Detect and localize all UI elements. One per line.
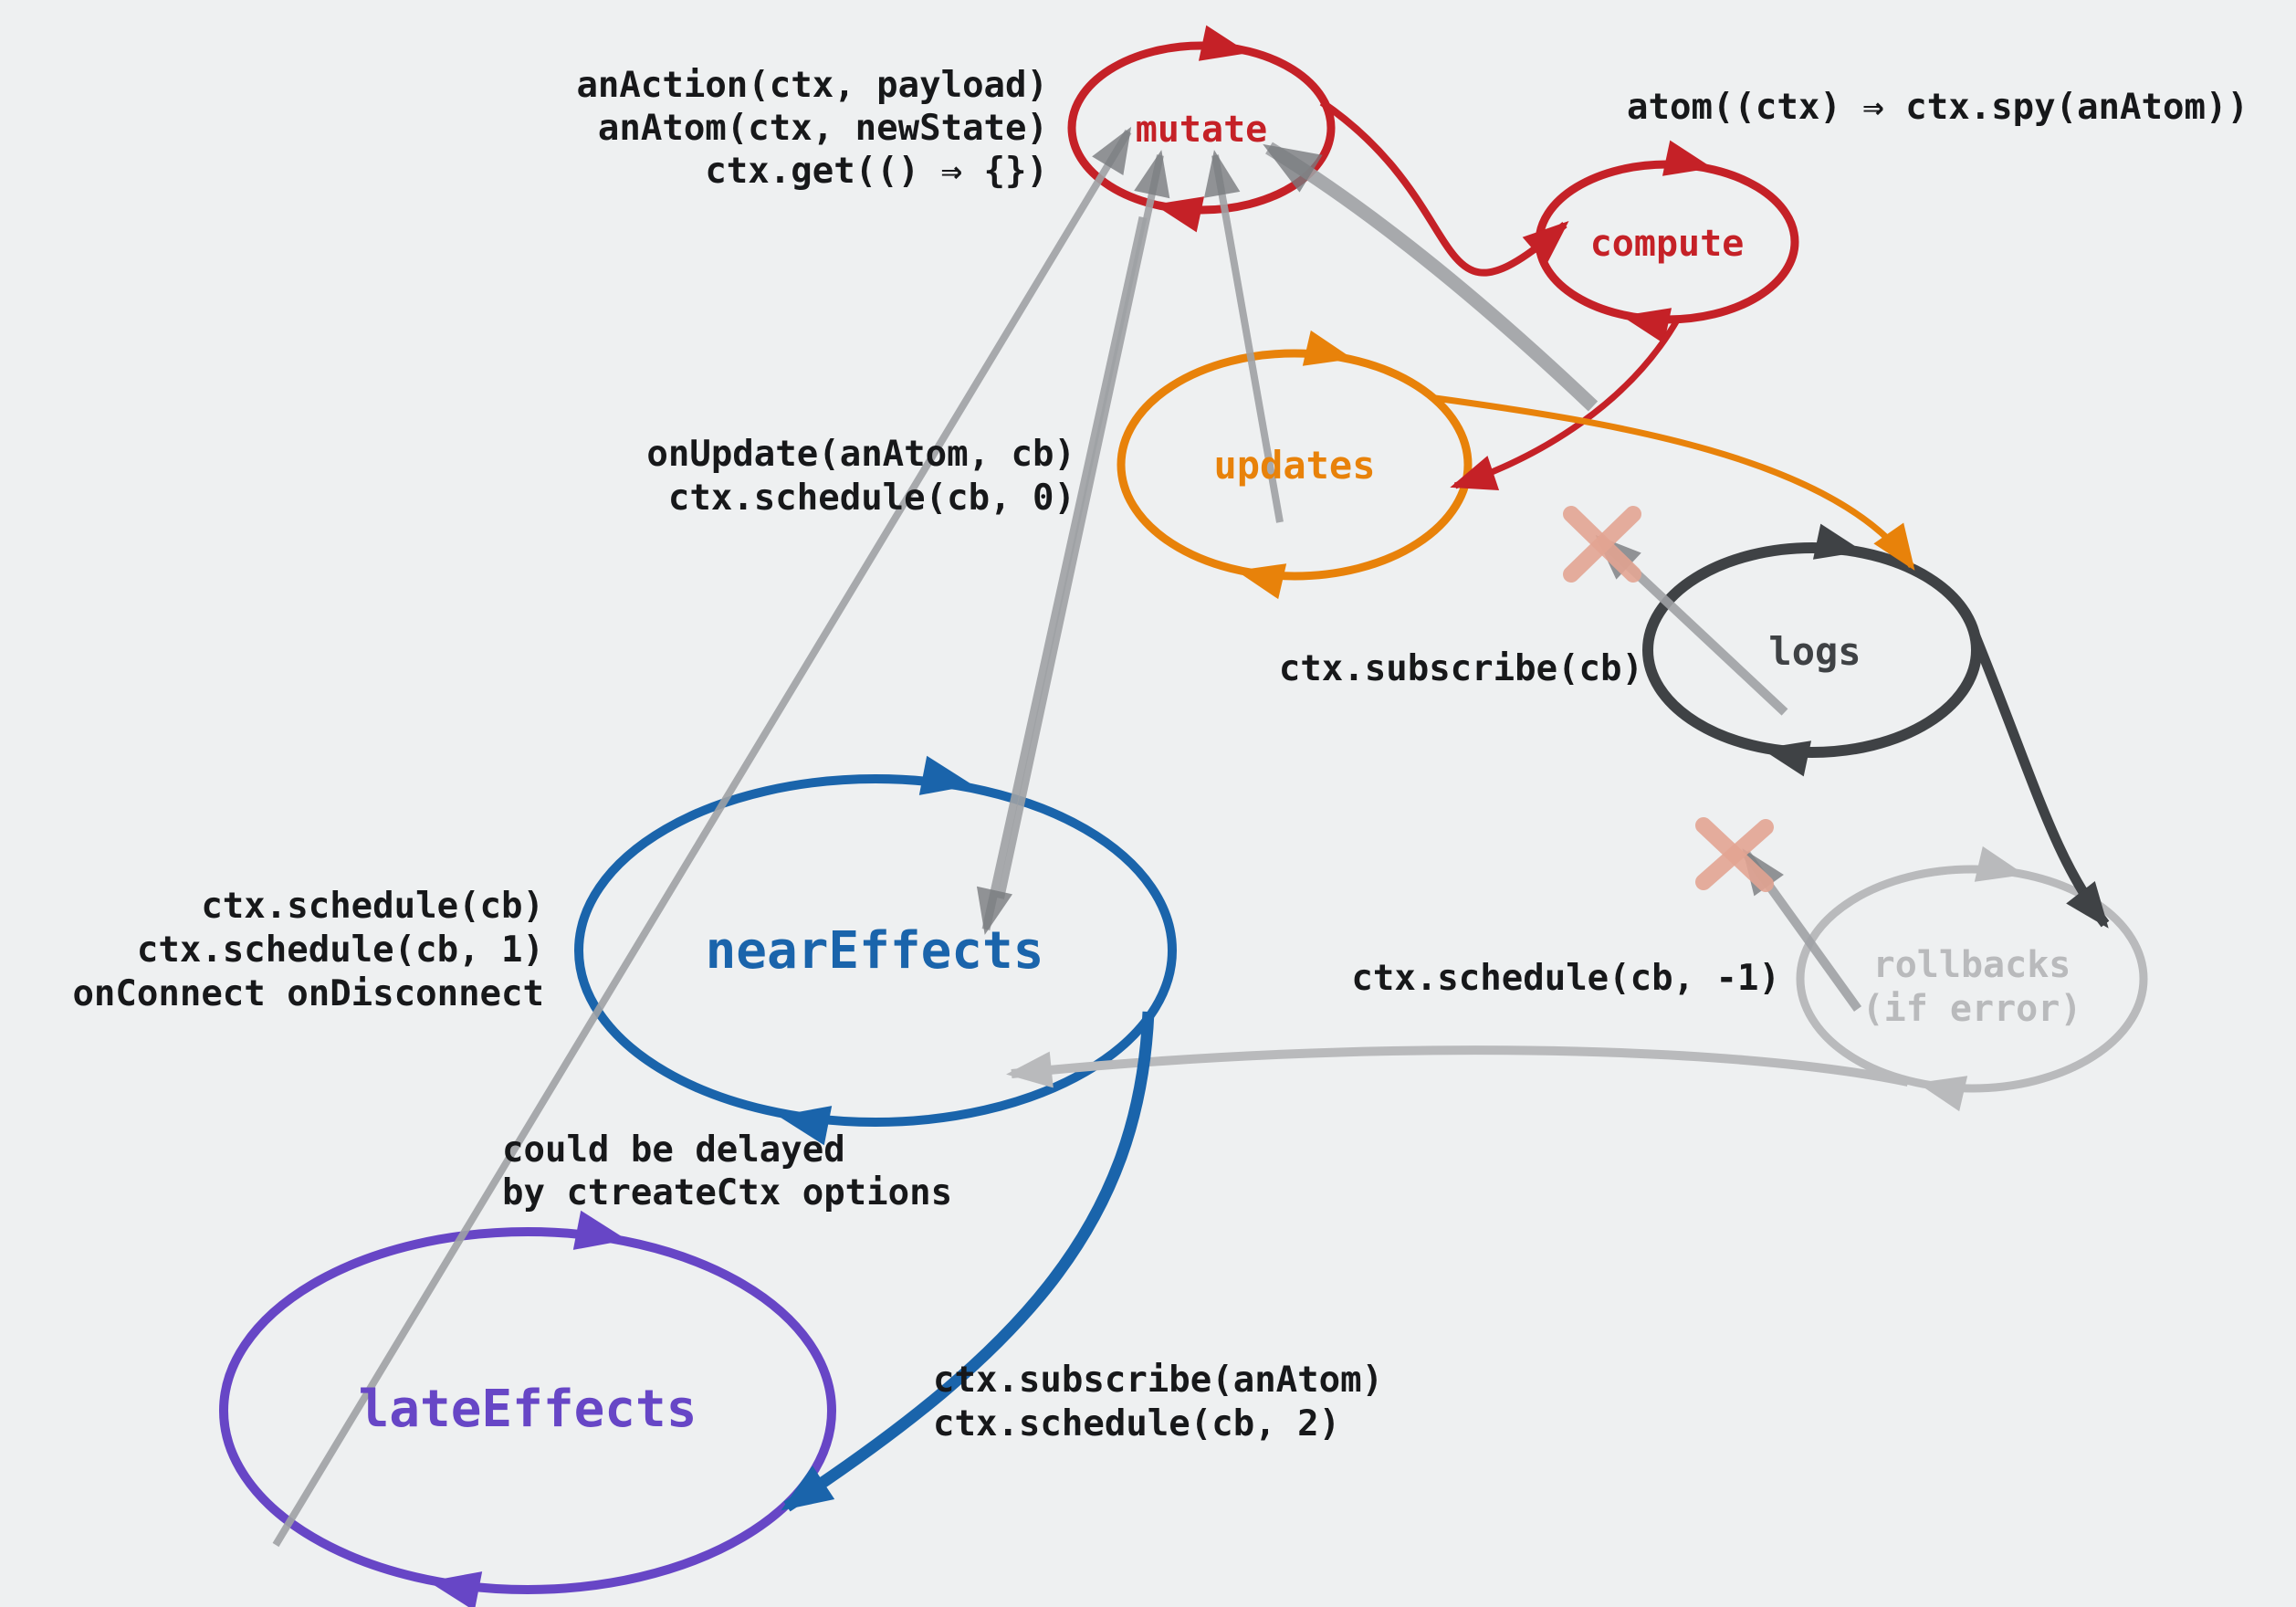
annotation-delay-note: could be delayed by ctreateCtx options — [502, 1129, 952, 1213]
cycle-arrow-icon — [1236, 563, 1287, 600]
annotation-near-effects-inputs: ctx.schedule(cb) ctx.schedule(cb, 1) onC… — [72, 886, 544, 1014]
cycle-arrow-icon — [918, 755, 973, 795]
annotation-line: ctx.subscribe(cb) — [1279, 648, 1643, 689]
edge-mutate-to-nearEffects — [976, 216, 1148, 935]
annotation-rollback-schedule: ctx.schedule(cb, -1) — [1351, 958, 1780, 999]
rollbacks-ellipse — [1796, 865, 2148, 1093]
cycle-arrow-icon — [778, 1106, 833, 1146]
lateEffects-ellipse — [219, 1227, 836, 1594]
annotation-line: ctx.schedule(cb) — [201, 886, 544, 927]
updates-label: updates — [1213, 443, 1375, 488]
annotation-line: ctx.subscribe(anAtom) — [933, 1360, 1383, 1401]
edge-rollbacks-to-nearEffects — [1006, 1045, 1910, 1088]
edge-updates-to-mutate — [1203, 150, 1284, 523]
cycle-arrow-icon — [572, 1210, 627, 1250]
annotation-line: anAction(ctx, payload) — [576, 65, 1048, 106]
annotation-mutate-inputs: anAction(ctx, payload) anAtom(ctx, newSt… — [576, 65, 1048, 192]
annotation-line: onConnect onDisconnect — [72, 973, 544, 1014]
cycle-arrow-icon — [1761, 740, 1812, 777]
annotation-line: ctx.get(() ⇒ {}) — [705, 151, 1048, 192]
cycle-arrow-icon — [1198, 25, 1249, 61]
annotation-line: ctx.schedule(cb, -1) — [1351, 958, 1780, 999]
crossed-out-mark — [1695, 817, 1774, 892]
node-rollbacks — [1796, 846, 2148, 1112]
annotation-subscribe-cb: ctx.subscribe(cb) — [1279, 648, 1643, 689]
cycle-arrow-icon — [428, 1571, 483, 1607]
annotation-line: ctx.schedule(cb, 2) — [933, 1403, 1340, 1444]
crossed-out-mark — [1563, 506, 1641, 583]
annotation-late-effects-inputs: ctx.subscribe(anAtom) ctx.schedule(cb, 2… — [933, 1360, 1383, 1444]
cycle-arrow-icon — [1812, 523, 1863, 560]
nearEffects-ellipse — [574, 774, 1177, 1127]
node-mutate — [1067, 25, 1336, 233]
edge-mutate-to-compute — [1319, 99, 1569, 277]
cycle-arrow-icon — [1621, 308, 1672, 344]
edge-compute-to-updates — [1450, 317, 1682, 491]
cycle-arrow-icon — [1917, 1076, 1968, 1112]
annotation-line: by ctreateCtx options — [502, 1172, 952, 1213]
mutate-label: mutate — [1136, 109, 1268, 151]
edge-updates-to-logs — [1434, 394, 1915, 571]
edge-lateEffects-to-mutate — [272, 126, 1132, 1548]
nearEffects-label: nearEffects — [706, 921, 1044, 981]
node-nearEffects — [574, 755, 1177, 1146]
annotation-line: ctx.schedule(cb, 1) — [137, 930, 544, 971]
annotation-compute-source: atom((ctx) ⇒ ctx.spy(anAtom)) — [1627, 87, 2249, 128]
annotation-on-update: onUpdate(anAtom, cb) ctx.schedule(cb, 0) — [646, 434, 1075, 519]
edge-logs-to-rollbacks — [1968, 629, 2110, 929]
annotation-line: onUpdate(anAtom, cb) — [646, 434, 1075, 475]
cycle-arrow-icon — [1302, 330, 1353, 366]
edge-nearEffects-to-lateEffects — [781, 1011, 1155, 1512]
lateEffects-label: lateEffects — [359, 1380, 697, 1439]
cycle-arrow-icon — [1154, 196, 1205, 233]
node-lateEffects — [219, 1210, 836, 1607]
edge-nearEffects-to-mutate — [997, 150, 1170, 899]
mutate-ellipse — [1067, 41, 1336, 215]
annotation-line: ctx.schedule(cb, 0) — [668, 478, 1075, 519]
logs-label: logs — [1768, 629, 1861, 674]
rollbacks-label: rollbacks — [1873, 944, 2071, 986]
cycle-arrow-icon — [1662, 140, 1713, 176]
annotation-line: could be delayed — [502, 1129, 845, 1171]
annotation-line: anAtom(ctx, newState) — [598, 108, 1048, 149]
cycle-arrow-icon — [1974, 846, 2025, 882]
edge-compute-to-mutate — [1263, 142, 1599, 412]
compute-label: compute — [1590, 223, 1745, 265]
rollbacks-sublabel: (if error) — [1862, 988, 2082, 1030]
annotation-line: atom((ctx) ⇒ ctx.spy(anAtom)) — [1627, 87, 2249, 128]
